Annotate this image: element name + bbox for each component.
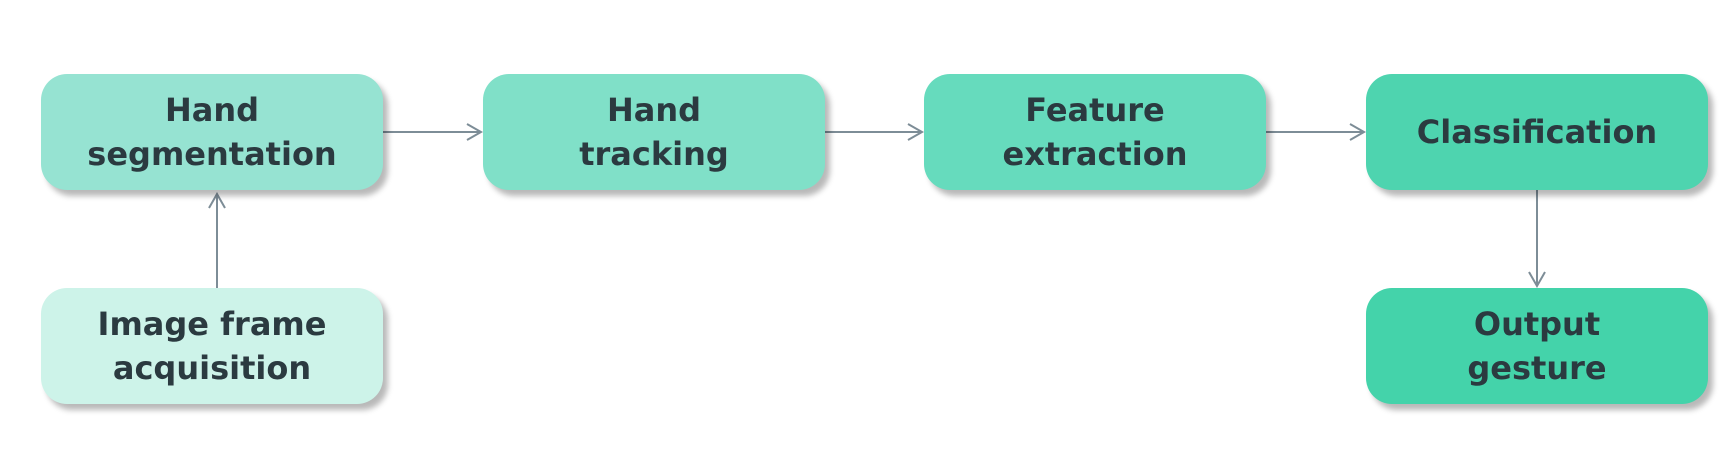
node-label-hand-tracking: Hand tracking: [579, 91, 729, 173]
node-classification: Classification: [1366, 74, 1708, 190]
node-hand-segmentation: Hand segmentation: [41, 74, 383, 190]
edge-feature-to-classification: [1266, 123, 1367, 141]
node-label-hand-segmentation: Hand segmentation: [87, 91, 337, 173]
node-label-classification: Classification: [1416, 113, 1658, 151]
node-label-image-frame-acquisition: Image frame acquisition: [97, 305, 327, 387]
node-feature-extraction: Feature extraction: [924, 74, 1266, 190]
node-image-frame-acquisition: Image frame acquisition: [41, 288, 383, 404]
edge-segmentation-to-tracking: [383, 123, 484, 141]
node-output-gesture: Output gesture: [1366, 288, 1708, 404]
node-label-feature-extraction: Feature extraction: [1002, 91, 1188, 173]
node-hand-tracking: Hand tracking: [483, 74, 825, 190]
node-label-output-gesture: Output gesture: [1467, 305, 1607, 387]
edge-tracking-to-feature: [825, 123, 925, 141]
edge-image-to-segmentation: [208, 191, 226, 288]
edge-classification-to-output: [1528, 190, 1546, 289]
